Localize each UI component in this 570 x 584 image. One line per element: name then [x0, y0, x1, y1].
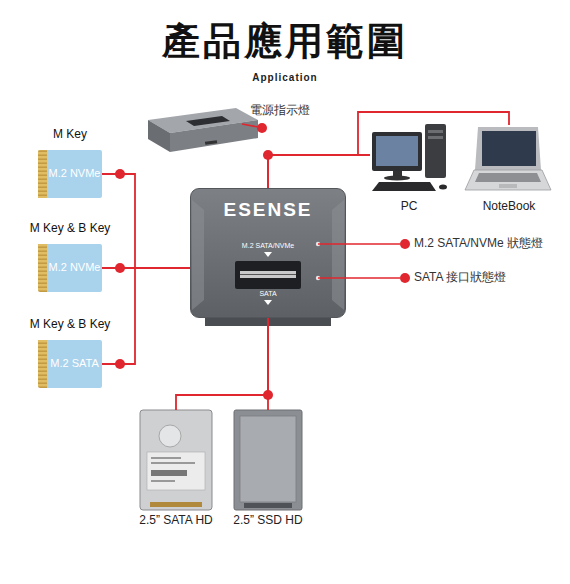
subtitle: Application — [0, 72, 570, 84]
card-label: M.2 NVMe — [47, 167, 102, 180]
callout-lines — [242, 124, 400, 278]
connector-line — [268, 112, 509, 188]
port-label: SATA — [218, 290, 318, 298]
callout-text: SATA 接口狀態燈 — [414, 271, 564, 285]
card-label: M.2 NVMe — [47, 261, 102, 274]
gold-pins — [38, 150, 47, 198]
adapter-device: ESENSE M.2 SATA/NVMeSATA — [190, 188, 346, 318]
m2-card: M KeyM.2 NVMe — [38, 150, 102, 198]
title: 產品應用範圍 — [0, 20, 570, 64]
ssd-drive: 2.5” SSD HD — [234, 410, 302, 510]
m2-card: M Key & B KeyM.2 NVMe — [38, 244, 102, 292]
key-heading: M Key & B Key — [8, 318, 132, 332]
m2-card: M Key & B KeyM.2 SATA — [38, 340, 102, 388]
connector-line — [102, 174, 190, 268]
hdd-illustration — [140, 410, 212, 510]
gold-pins — [38, 244, 47, 292]
pc: PC — [370, 122, 448, 194]
callout-text: M.2 SATA/NVMe 狀態燈 — [414, 237, 564, 251]
connector-line — [102, 267, 190, 269]
hard-drive: 2.5” SATA HD — [140, 410, 212, 510]
connector-line — [102, 268, 190, 364]
drive-label: 2.5” SATA HD — [116, 514, 236, 528]
gold-pins — [38, 340, 47, 388]
device-details — [192, 200, 344, 310]
pc-illustration — [372, 124, 447, 191]
slot-label: M.2 SATA/NVMe — [218, 242, 318, 250]
brand-logo: ESENSE — [191, 199, 345, 221]
notebook-illustration — [465, 127, 551, 190]
connector-line — [267, 318, 269, 410]
device-label: NoteBook — [458, 200, 560, 214]
notebook: NoteBook — [466, 125, 552, 193]
card-label: M.2 SATA — [47, 357, 102, 370]
drive-label: 2.5” SSD HD — [208, 514, 328, 528]
red-dots — [115, 123, 410, 400]
device-label: PC — [360, 200, 458, 214]
key-heading: M Key — [8, 128, 132, 142]
ssd-illustration — [234, 410, 302, 510]
connector-line — [176, 318, 268, 410]
key-heading: M Key & B Key — [8, 222, 132, 236]
connector-line — [268, 155, 370, 188]
device-thumbnail — [148, 108, 258, 152]
callout-text: 電源指示燈 — [250, 104, 340, 118]
